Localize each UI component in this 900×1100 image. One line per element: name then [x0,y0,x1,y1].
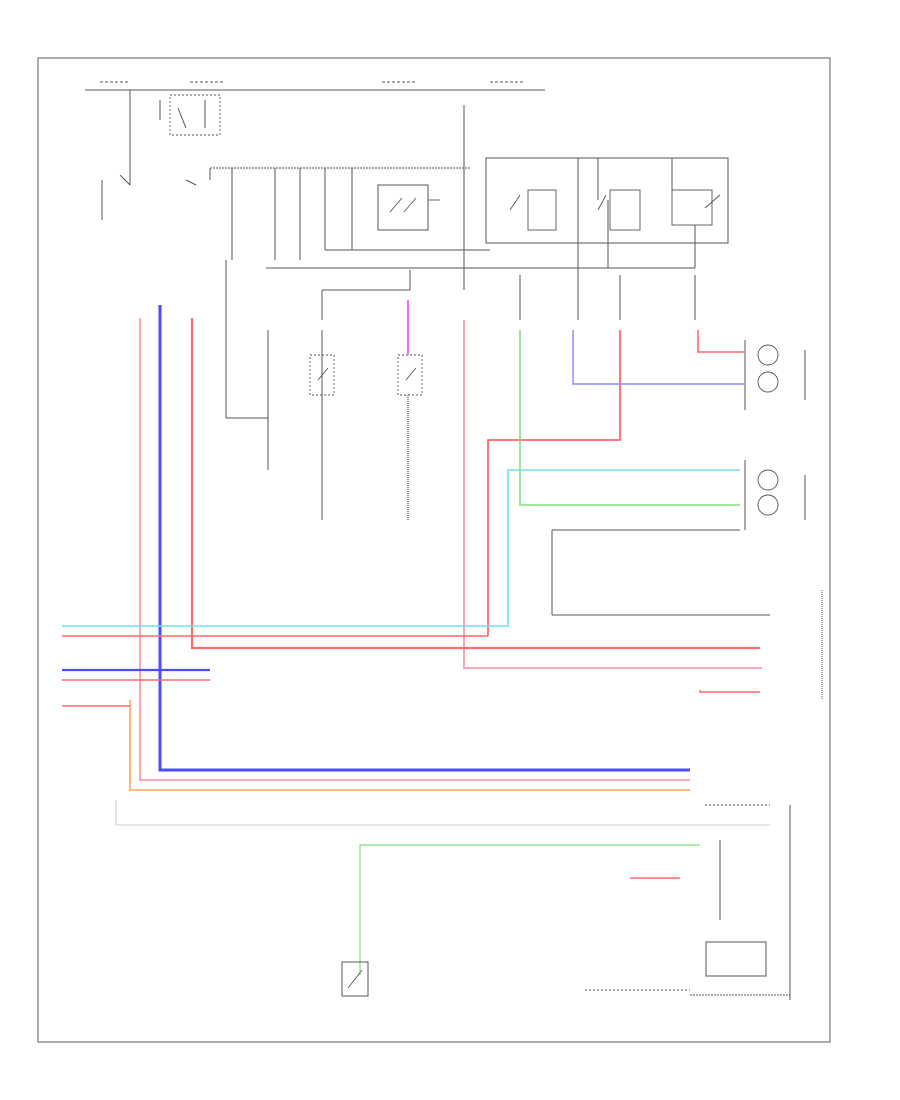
mid-black-wires [225,260,806,616]
front-door-switch [397,354,423,396]
colored-wires [62,300,762,975]
relay-box-2 [485,157,729,270]
connector-comb [209,167,695,269]
right-module-stack [690,590,823,1000]
lamp-connector-mid [757,469,779,516]
bottom-right-feeds [585,804,770,991]
ignition-switch-block [101,90,221,220]
diagram-frame [37,57,831,1043]
top-power-bus [85,81,545,91]
bottom-gray-wire [115,800,770,826]
relay-box-1 [377,184,440,231]
left-door-switch [309,354,335,396]
lamp-connector-top [757,344,779,393]
top-vertical-feeds [321,105,696,320]
sensor-switch [341,961,369,997]
